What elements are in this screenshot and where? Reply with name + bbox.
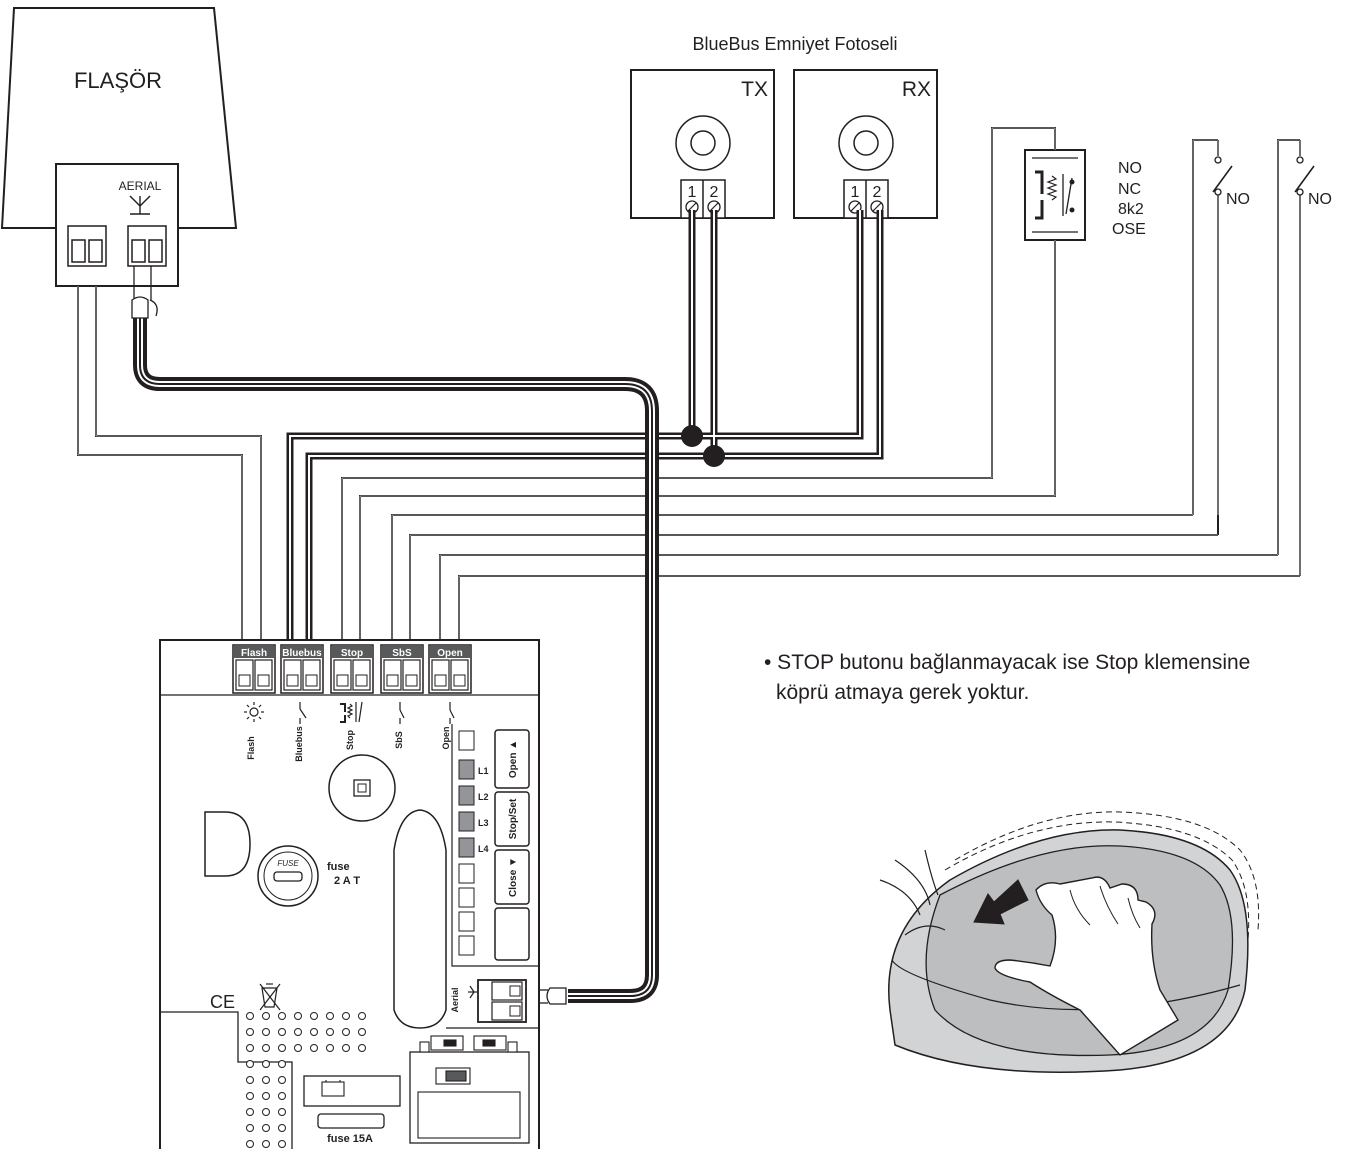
bluebus-wires	[286, 210, 884, 650]
safety-illustration	[879, 811, 1260, 1073]
antenna-icon	[129, 195, 151, 215]
caption-flash: Flash	[246, 736, 256, 760]
control-board: Flash Bluebus Stop SbS	[159, 639, 540, 1149]
ce-mark: CE	[210, 992, 235, 1012]
jumper-selectors	[417, 1035, 521, 1139]
open-button-label: NO	[1308, 191, 1332, 208]
radio-receiver-socket	[328, 754, 396, 822]
coax-end-board	[540, 987, 567, 1005]
stop-symbol-icon	[340, 701, 363, 723]
led-label-l4: L4	[478, 844, 489, 854]
rx-pin2: 2	[873, 184, 882, 201]
photocell-rx: RX 1 2	[793, 69, 938, 219]
terminal-flash-label: Flash	[241, 648, 267, 659]
tx-pin1: 1	[688, 184, 697, 201]
photocell-title: BlueBus Emniyet Fotoseli	[692, 34, 897, 54]
photocell-tx: TX 1 2	[630, 69, 775, 219]
flasher-lamp-terminal	[67, 225, 107, 267]
board-button-stopset: Stop/Set	[494, 791, 530, 847]
terminal-bluebus: Bluebus	[280, 644, 324, 694]
led-label-l2: L2	[478, 792, 489, 802]
battery-fuse-label: fuse 15A	[327, 1133, 373, 1145]
led-l3	[458, 811, 475, 832]
fuse-holder: FUSE	[257, 845, 319, 907]
sbs-pushbutton	[1212, 140, 1233, 515]
fuse-label: fuse	[327, 861, 350, 873]
terminal-open-label: Open	[437, 648, 463, 659]
note-line-1: • STOP butonu bağlanmayacak ise Stop kle…	[764, 651, 1251, 674]
rx-label: RX	[902, 78, 931, 101]
coax-end-flasher	[131, 266, 158, 319]
safety-edge-device	[1024, 149, 1086, 241]
signal-wires	[77, 127, 1300, 650]
aerial-symbol-icon	[468, 985, 478, 999]
open-pushbutton	[1294, 140, 1315, 576]
connector-d-shape	[204, 811, 251, 877]
safety-edge-type-4: OSE	[1112, 221, 1146, 238]
terminal-stop-label: Stop	[341, 648, 363, 659]
svg-text:Close ▼: Close ▼	[508, 857, 519, 897]
capacitor	[393, 809, 447, 1029]
tx-pin2: 2	[710, 184, 719, 201]
fuse-rating: 2 A T	[334, 875, 360, 887]
aerial-label: Aerial	[450, 987, 460, 1012]
terminal-sbs-label: SbS	[392, 648, 412, 659]
terminal-bluebus-label: Bluebus	[282, 648, 322, 659]
caption-bluebus: Bluebus	[294, 726, 304, 762]
svg-text:Stop/Set: Stop/Set	[508, 798, 519, 839]
terminal-sbs: SbS	[380, 644, 424, 694]
svg-text:Open ▲: Open ▲	[508, 740, 519, 778]
tx-label: TX	[741, 78, 768, 101]
flasher-aerial-terminal	[127, 225, 167, 267]
led-l2	[458, 785, 475, 806]
note-line-2: köprü atmaya gerek yoktur.	[776, 681, 1030, 704]
terminal-stop: Stop	[330, 644, 374, 694]
battery-icon	[321, 1080, 345, 1097]
caption-stop: Stop	[345, 730, 355, 750]
vent-holes	[246, 1012, 366, 1148]
board-aerial-terminal	[477, 979, 527, 1023]
rx-pin1: 1	[851, 184, 860, 201]
terminal-flash: Flash	[232, 644, 276, 694]
board-button-open: Open ▲	[494, 729, 530, 789]
safety-edge-type-2: NC	[1118, 181, 1141, 198]
fuse-word: FUSE	[277, 859, 299, 868]
safety-edge-type-3: 8k2	[1118, 201, 1144, 218]
junction-dot	[681, 425, 703, 447]
lamp-icon	[244, 702, 264, 722]
bluebus-symbol-icon	[299, 702, 307, 724]
caption-open: Open	[441, 726, 451, 749]
flasher-aerial-label: AERIAL	[119, 179, 162, 193]
caption-sbs: SbS	[394, 731, 404, 749]
led-column: L1 L2 L3 L4	[458, 730, 489, 956]
flasher: FLAŞÖR AERIAL	[0, 7, 238, 287]
sbs-symbol-icon	[399, 702, 405, 724]
led-label-l1: L1	[478, 766, 489, 776]
led-l4	[458, 837, 475, 858]
safety-edge-type-1: NO	[1118, 160, 1142, 177]
antenna-coax-cable	[133, 315, 659, 1003]
led-l1	[458, 759, 475, 780]
weee-bin-icon	[259, 983, 281, 1011]
battery-fuse	[317, 1113, 385, 1129]
board-button-close: Close ▼	[494, 849, 530, 905]
terminal-open: Open	[428, 644, 472, 694]
junction-dot	[703, 445, 725, 467]
installation-note: • STOP butonu bağlanmayacak ise Stop kle…	[764, 648, 1344, 708]
battery-connector	[303, 1075, 401, 1107]
led-label-l3: L3	[478, 818, 489, 828]
flasher-title: FLAŞÖR	[74, 68, 162, 93]
open-symbol-icon	[449, 702, 455, 724]
sbs-button-label: NO	[1226, 191, 1250, 208]
board-button-blank	[494, 907, 530, 961]
